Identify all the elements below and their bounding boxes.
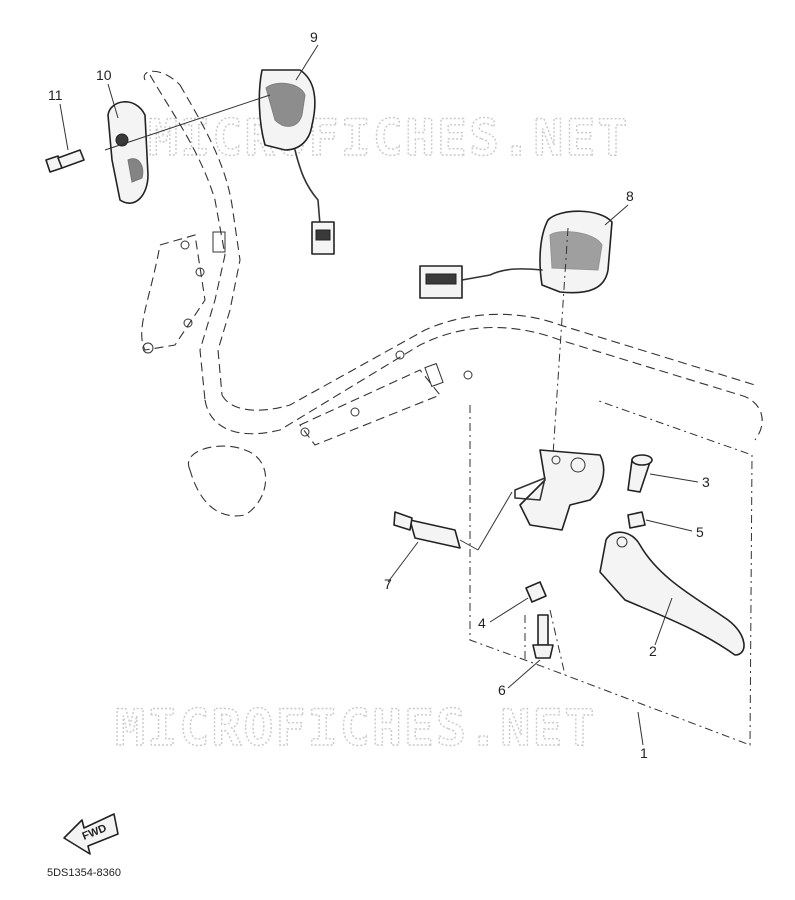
fwd-arrow-icon: FWD <box>63 813 119 855</box>
clutch-switch <box>393 511 479 551</box>
bolt <box>532 614 554 659</box>
collar <box>627 511 646 529</box>
watermark-bottom: MICROFICHES.NET <box>115 699 597 757</box>
callout-10: 10 <box>96 67 112 83</box>
right-handlebar-switch <box>258 69 335 255</box>
lever-assembly-group <box>469 399 753 746</box>
callout-6: 6 <box>498 682 506 698</box>
callout-5: 5 <box>696 524 704 540</box>
clutch-lever <box>599 531 745 656</box>
callout-1: 1 <box>640 745 648 761</box>
callout-2: 2 <box>649 643 657 659</box>
screw <box>45 149 85 173</box>
callout-3: 3 <box>702 474 710 490</box>
callout-8: 8 <box>626 188 634 204</box>
switch-clamp <box>104 94 271 204</box>
watermark-top: MICROFICHES.NET <box>148 109 630 167</box>
callout-9: 9 <box>310 29 318 45</box>
pivot-pin <box>627 454 653 493</box>
leader-lines <box>59 44 699 746</box>
callout-7: 7 <box>384 576 392 592</box>
diagram-code: 5DS1354-8360 <box>47 867 121 879</box>
nut <box>525 581 547 603</box>
callout-11: 11 <box>48 87 63 103</box>
left-handlebar-switch <box>419 210 613 456</box>
handlebar <box>141 70 763 517</box>
lever-holder <box>477 449 605 551</box>
callout-4: 4 <box>478 615 486 631</box>
